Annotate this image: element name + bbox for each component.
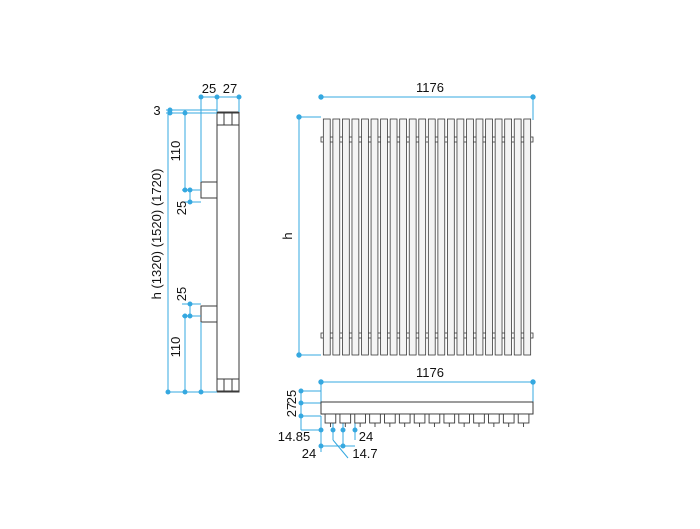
bottom-view-header [320, 401, 534, 415]
bottom-tube [354, 413, 366, 424]
bottom-depth-label-27: 27 [284, 403, 299, 417]
bottom-tube [339, 413, 352, 424]
front-tube [513, 118, 522, 356]
bottom-tube [384, 413, 396, 424]
front-tube [380, 118, 388, 356]
spacing-label-14-85: 14.85 [278, 429, 311, 444]
lower-bracket-label: 25 [174, 287, 189, 301]
front-tube [466, 118, 474, 356]
bottom-tube [458, 413, 470, 424]
bottom-tube [324, 413, 337, 424]
front-width-label: 1176 [416, 80, 444, 95]
side-view: 25 27 3 h (1320) (1520) (1720) 110 25 25… [149, 81, 242, 395]
front-tube [399, 118, 407, 356]
bottom-width-label: 1176 [416, 365, 444, 380]
front-tube [475, 118, 484, 356]
front-view-tubes [322, 118, 532, 356]
front-tube [427, 118, 436, 356]
bottom-tube [473, 413, 485, 424]
bottom-view-tubes [324, 413, 530, 427]
upper-bracket-label: 25 [174, 201, 189, 215]
side-width-label-25: 25 [202, 81, 216, 96]
upper-spacing-label: 110 [168, 141, 183, 162]
bottom-tube [398, 413, 411, 424]
front-tube [342, 118, 350, 356]
bottom-view-dimension-lines [298, 379, 536, 459]
front-height-label: h [280, 232, 295, 239]
front-tube [437, 118, 446, 356]
bottom-tube [502, 413, 515, 424]
upper-wall-bracket [200, 181, 218, 199]
front-tube [408, 118, 417, 356]
front-view: 1176 h [280, 80, 536, 358]
front-view-dimension-lines [296, 94, 536, 358]
front-tube [456, 118, 465, 356]
bottom-tube [413, 413, 426, 424]
front-tube [523, 118, 532, 356]
front-tube [447, 118, 455, 356]
side-view-dimension-lines [165, 94, 242, 395]
bottom-view: 1176 25 27 14.85 24 24 14.7 [278, 365, 536, 461]
front-bottom-header [320, 332, 534, 339]
front-tube [485, 118, 493, 356]
bottom-tube [369, 413, 381, 424]
front-tube [351, 118, 360, 356]
bottom-tube [443, 413, 456, 424]
top-offset-label: 3 [153, 103, 160, 118]
bottom-depth-label-25: 25 [284, 390, 299, 404]
front-top-header [320, 136, 534, 143]
bottom-tube [488, 413, 500, 424]
front-tube [389, 118, 398, 356]
side-view-body [216, 111, 240, 393]
side-view-bottom-cap [216, 378, 240, 392]
lower-wall-bracket [200, 305, 218, 323]
overall-height-label: h (1320) (1520) (1720) [149, 169, 164, 300]
lower-spacing-label: 110 [168, 337, 183, 358]
spacing-label-24-right: 24 [359, 429, 373, 444]
side-width-label-27: 27 [223, 81, 237, 96]
front-tube [504, 118, 512, 356]
spacing-label-14-7: 14.7 [352, 446, 377, 461]
bottom-tube [428, 413, 441, 424]
side-view-top-cap [216, 112, 240, 126]
front-tube [494, 118, 503, 356]
front-tube [322, 118, 331, 356]
front-tube [361, 118, 369, 356]
front-tube [370, 118, 379, 356]
spacing-label-24-left: 24 [302, 446, 316, 461]
front-tube [332, 118, 341, 356]
front-tube [418, 118, 427, 356]
bottom-tube [517, 413, 530, 424]
